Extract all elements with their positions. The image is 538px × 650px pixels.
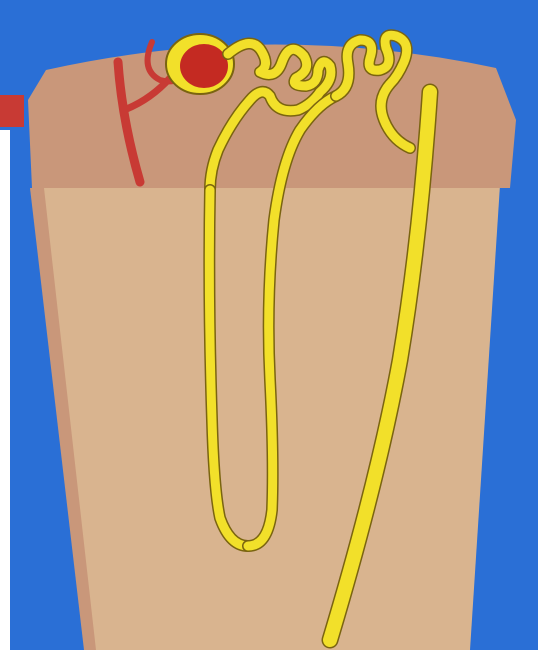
left-edge-strip [0,130,10,650]
left-edge-red-mark [0,95,24,127]
cortex-region [28,44,516,188]
glomerulus [180,44,228,88]
